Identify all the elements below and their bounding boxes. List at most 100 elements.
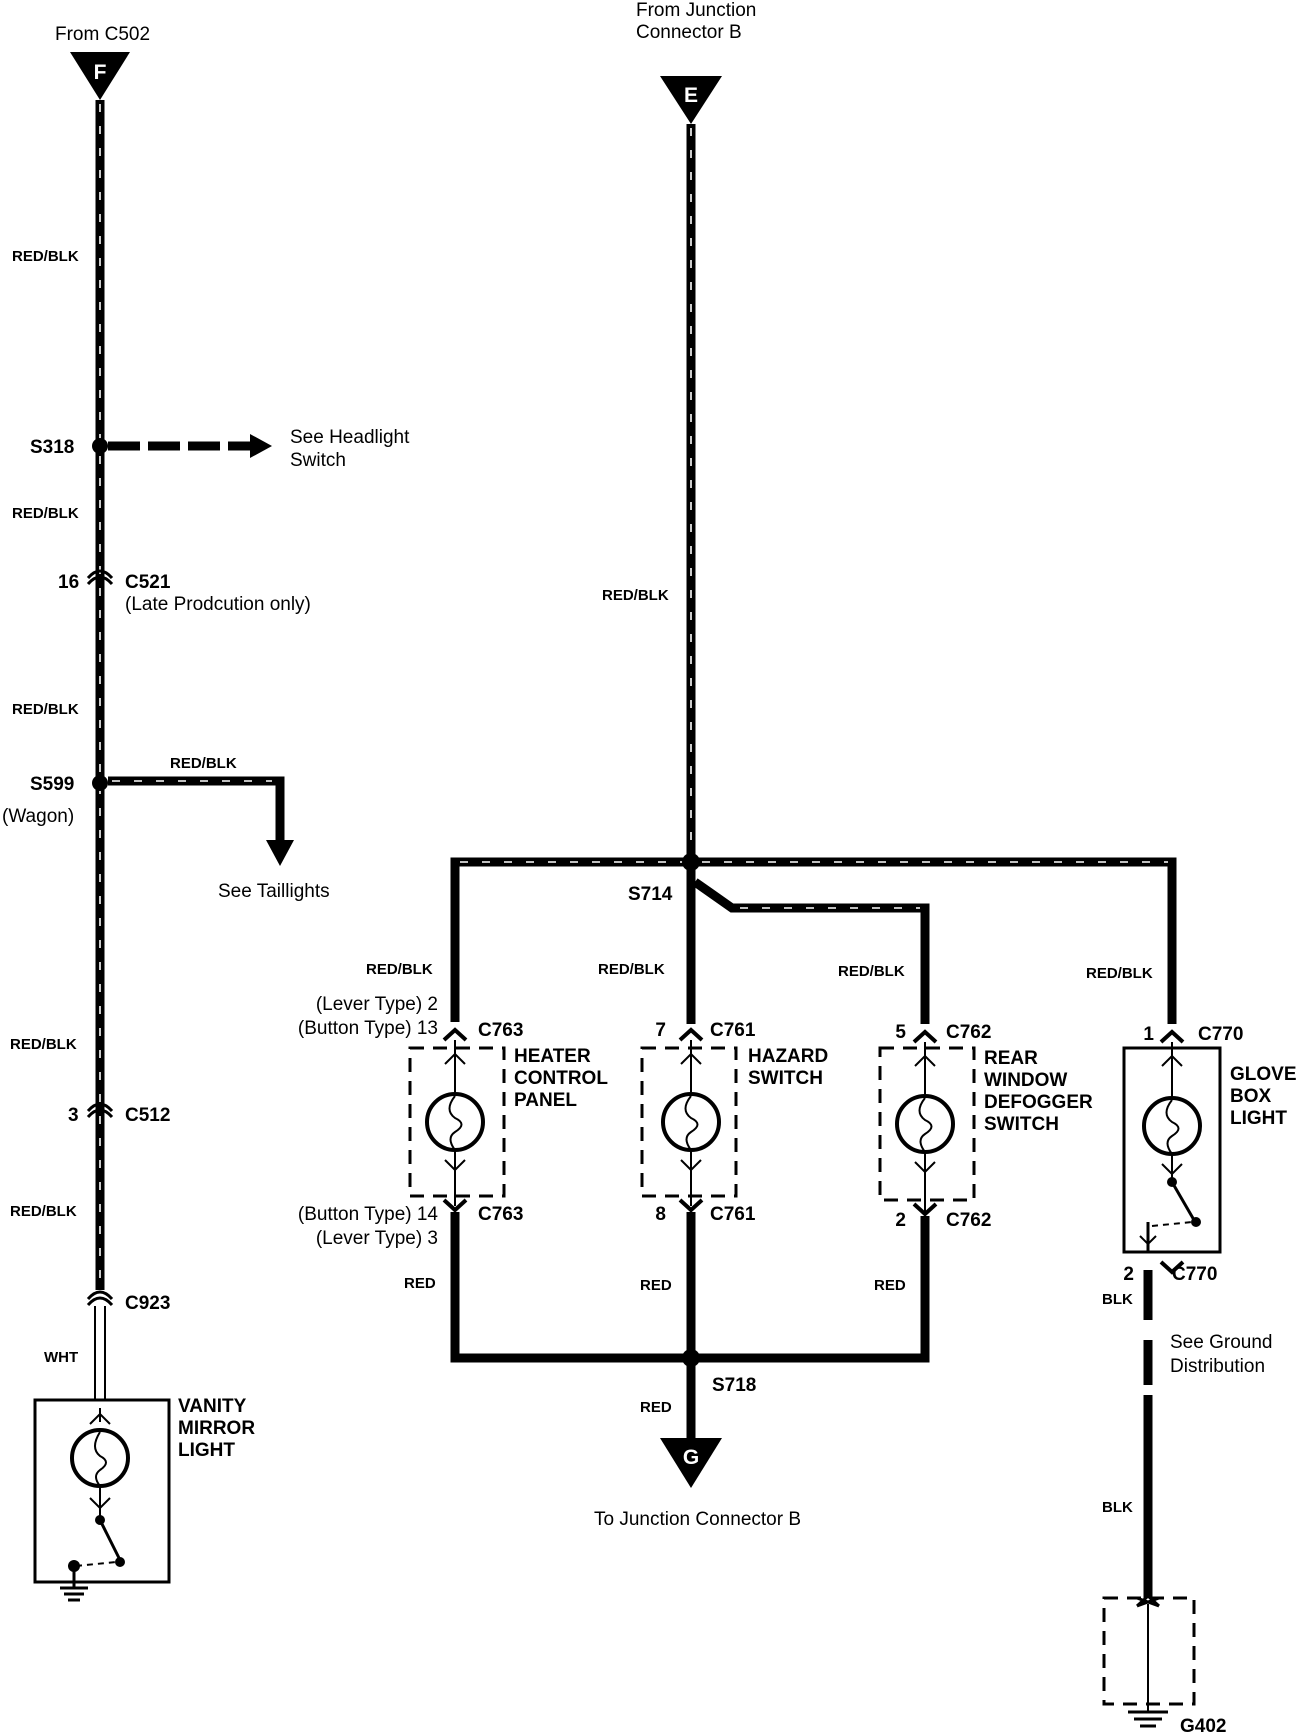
glove-name-line1: GLOVE <box>1230 1064 1297 1085</box>
wire-color-label: RED/BLK <box>366 961 433 978</box>
vanity-bulb-filament <box>94 1431 107 1487</box>
glove-bulb-filament <box>1165 1099 1180 1155</box>
heater-dashed-box <box>408 1046 506 1198</box>
defogger-connector-bottom: C762 <box>946 1210 991 1231</box>
headlight-ref-line2: Switch <box>290 450 346 471</box>
wire-color-label: BLK <box>1102 1291 1133 1308</box>
vanity-lower-chevron <box>89 1497 111 1510</box>
defogger-name-line1: REAR <box>984 1048 1038 1069</box>
glove-name-line3: LIGHT <box>1230 1108 1287 1129</box>
wire-color-label: RED/BLK <box>10 1036 77 1053</box>
wire-color-label: RED <box>640 1399 672 1416</box>
heater-top-pin-line1: (Lever Type) 2 <box>316 994 438 1015</box>
defogger-name-line3: DEFOGGER <box>984 1092 1093 1113</box>
heater-bottom-pin-line1: (Button Type) 14 <box>298 1204 439 1225</box>
connector-e-letter: E <box>684 84 698 107</box>
defogger-dashed-box <box>878 1046 976 1202</box>
splice-s718-label: S718 <box>712 1375 756 1396</box>
wire-color-label: RED/BLK <box>12 248 79 265</box>
hazard-top-pin: 7 <box>655 1020 666 1041</box>
connector-c923-mark <box>86 1290 114 1307</box>
connector-g-letter: G <box>683 1446 699 1469</box>
taillights-branch-arrow <box>266 840 294 866</box>
glove-bottom-pin: 2 <box>1123 1264 1134 1285</box>
heater-bottom-connector-mark <box>442 1198 468 1213</box>
wire-color-label: RED/BLK <box>838 963 905 980</box>
glove-box-light: 1 C770 GLOVE BOX LIGHT 2 C770 <box>1122 1024 1297 1285</box>
defogger-bulb-filament <box>918 1097 933 1153</box>
wire-color-label: RED <box>404 1275 436 1292</box>
defogger-name-line4: SWITCH <box>984 1114 1059 1135</box>
vanity-switch-dashed <box>75 1561 117 1567</box>
connector-c521-note: (Late Prodcution only) <box>125 594 311 615</box>
wire-color-label: RED/BLK <box>598 961 665 978</box>
connector-e-source-line2: Connector B <box>636 22 742 43</box>
splice-s318-label: S318 <box>30 437 74 458</box>
hazard-bottom-connector-mark <box>678 1198 704 1213</box>
hazard-bottom-pin: 8 <box>655 1204 666 1225</box>
glove-connector-bottom: C770 <box>1172 1264 1217 1285</box>
hazard-name-line2: SWITCH <box>748 1068 823 1089</box>
defogger-branch-wire <box>692 878 930 1024</box>
heater-inner-chevron-2 <box>444 1159 466 1172</box>
splice-s599-label: S599 <box>30 774 74 795</box>
hazard-switch: 7 C761 HAZARD SWITCH 8 C761 <box>640 1020 828 1225</box>
connector-f-triangle <box>70 52 130 100</box>
connector-c521-label: C521 <box>125 572 171 593</box>
heater-bulb-filament <box>448 1095 463 1151</box>
connector-c512-pin: 3 <box>68 1105 79 1126</box>
wire-color-label: BLK <box>1102 1499 1133 1516</box>
connector-e-source-line1: From Junction <box>636 0 756 21</box>
glove-switch-blade <box>1170 1181 1196 1221</box>
heater-top-pin-line2: (Button Type) 13 <box>298 1018 438 1039</box>
hazard-top-connector-mark <box>678 1027 704 1042</box>
hazard-bulb-filament <box>684 1095 699 1151</box>
heater-name-line3: PANEL <box>514 1090 577 1111</box>
heater-bulb-icon <box>425 1092 485 1152</box>
wire-color-label: RED/BLK <box>1086 965 1153 982</box>
defogger-inner-chevron <box>914 1054 936 1067</box>
vanity-switch-contact <box>115 1557 125 1567</box>
middle-circuit: From Junction Connector B E RED/BLK S714… <box>298 0 1177 1530</box>
connector-c521-mark <box>86 569 114 586</box>
connector-g-triangle <box>660 1438 722 1488</box>
headlight-ref-line1: See Headlight <box>290 427 410 448</box>
splice-s599-note: (Wagon) <box>2 806 74 827</box>
wire-color-label: RED/BLK <box>12 505 79 522</box>
hazard-connector-bottom: C761 <box>710 1204 756 1225</box>
heater-inner-chevron <box>444 1052 466 1065</box>
connector-c923-label: C923 <box>125 1293 170 1314</box>
heater-connector-top: C763 <box>478 1020 523 1041</box>
defogger-bottom-pin: 2 <box>895 1210 906 1231</box>
connector-f-letter: F <box>94 61 107 84</box>
vanity-name-line1: VANITY <box>178 1396 247 1417</box>
connector-c521-pin: 16 <box>58 572 79 593</box>
headlight-branch-arrow <box>250 434 272 458</box>
connector-c512-label: C512 <box>125 1105 170 1126</box>
heater-control-panel: (Lever Type) 2 (Button Type) 13 C763 HEA… <box>298 994 608 1249</box>
defogger-name-line2: WINDOW <box>984 1070 1067 1091</box>
heater-name-line1: HEATER <box>514 1046 591 1067</box>
heater-connector-bottom: C763 <box>478 1204 523 1225</box>
rear-window-defogger-switch: 5 C762 REAR WINDOW DEFOGGER SWITCH 2 C76… <box>878 1022 1093 1231</box>
defogger-top-connector-mark <box>912 1029 938 1044</box>
splice-s599 <box>92 775 108 791</box>
vanity-mirror-light-box <box>33 1398 171 1584</box>
wire-color-label: RED <box>874 1277 906 1294</box>
splice-s718 <box>682 1349 700 1367</box>
ground-ref-line2: Distribution <box>1170 1356 1265 1377</box>
glove-top-connector-mark <box>1159 1029 1185 1044</box>
right-circuit: 1 C770 GLOVE BOX LIGHT 2 C770 <box>1102 1024 1297 1734</box>
wire-color-label: RED/BLK <box>10 1203 77 1220</box>
defogger-inner-chevron-2 <box>914 1161 936 1174</box>
glove-connector-top: C770 <box>1198 1024 1243 1045</box>
wire-color-label: RED/BLK <box>602 587 669 604</box>
glove-bottom-connector-mark <box>1159 1260 1185 1275</box>
taillights-branch-wire <box>108 776 285 842</box>
heater-name-line2: CONTROL <box>514 1068 608 1089</box>
glove-top-pin: 1 <box>1143 1024 1154 1045</box>
heater-top-connector-mark <box>442 1027 468 1042</box>
glove-name-line2: BOX <box>1230 1086 1272 1107</box>
vanity-name-line2: MIRROR <box>178 1418 255 1439</box>
ground-g402-label: G402 <box>1180 1716 1226 1734</box>
